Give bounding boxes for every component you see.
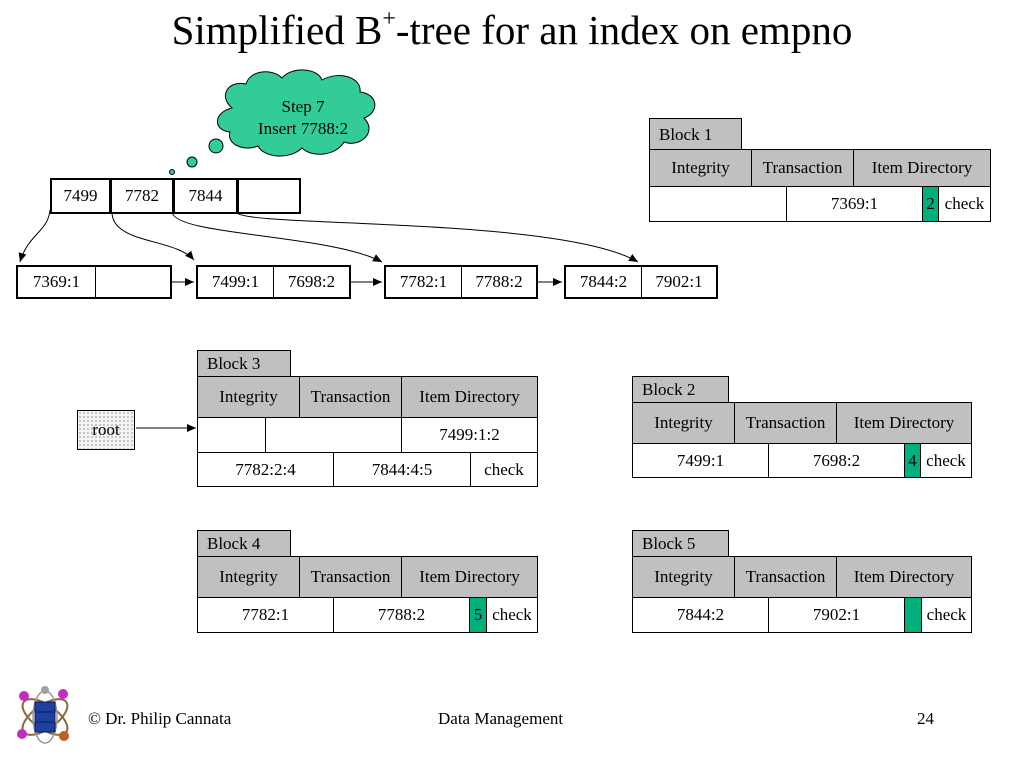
leaf-node-1: 7369:1 (16, 265, 172, 299)
root-label: root (77, 410, 135, 450)
block-5-row: 7844:2 7902:1 check (632, 598, 972, 633)
block-2-entry-2: 7698:2 (769, 444, 905, 477)
root-index-node: 7499 7782 7844 (50, 178, 301, 214)
leaf-2-key-1: 7499:1 (198, 267, 274, 297)
block-4-entry-1: 7782:1 (198, 598, 334, 632)
block-4-transaction: Transaction (300, 557, 402, 597)
block-5-item-directory: Item Directory (853, 567, 955, 586)
footer-author: © Dr. Philip Cannata (88, 709, 232, 728)
block-3-free-2 (266, 418, 402, 452)
block-2-transaction: Transaction (735, 403, 837, 443)
slide-title: Simplified B+-tree for an index on empno (0, 6, 1024, 54)
block-1-header: Integrity Transaction Item Directory (649, 149, 991, 187)
root-key-1: 7499 (52, 180, 112, 212)
title-base: Simplified B (171, 7, 383, 53)
block-4-integrity: Integrity (198, 557, 300, 597)
block-5-integrity: Integrity (633, 557, 735, 597)
block-1-check: check (944, 194, 985, 213)
block-3-item-directory: Item Directory (419, 387, 520, 406)
leaf-node-3: 7782:1 7788:2 (384, 265, 538, 299)
leaf-4-key-2: 7902:1 (655, 272, 703, 291)
title-rest: -tree for an index on empno (395, 7, 853, 53)
block-5-tab: Block 5 (632, 530, 729, 557)
block-3-free-1 (198, 418, 266, 452)
block-4-check: check (492, 605, 532, 624)
block-3-tab: Block 3 (197, 350, 291, 377)
block-1-row: 7369:1 2 check (649, 187, 991, 222)
block-5-entry-2: 7902:1 (769, 598, 905, 632)
block-2-integrity: Integrity (633, 403, 735, 443)
block-1-tab: Block 1 (649, 118, 742, 150)
block-4-count: 5 (470, 598, 487, 632)
block-1-free-space (650, 187, 787, 221)
block-4-tab: Block 4 (197, 530, 291, 557)
block-4-header: Integrity Transaction Item Directory (197, 556, 538, 598)
block-2-header: Integrity Transaction Item Directory (632, 402, 972, 444)
block-3-row-2: 7782:2:4 7844:4:5 check (197, 453, 538, 487)
block-3-transaction: Transaction (300, 377, 402, 417)
title-superscript: + (382, 6, 396, 32)
block-2-count: 4 (905, 444, 921, 477)
leaf-1-key-1: 7369:1 (18, 267, 96, 297)
block-1-integrity: Integrity (650, 150, 752, 186)
block-5-entry-1: 7844:2 (633, 598, 769, 632)
block-3-entry-2: 7782:2:4 (198, 453, 334, 486)
block-3-entry-3: 7844:4:5 (334, 453, 471, 486)
block-5-check: check (926, 605, 967, 624)
block-2-row: 7499:1 7698:2 4 check (632, 444, 972, 478)
block-2-entry-1: 7499:1 (633, 444, 769, 477)
block-3-row-1: 7499:1:2 (197, 418, 538, 453)
callout-line-1: Step 7 (281, 97, 325, 116)
callout-text: Step 7 Insert 7788:2 (238, 96, 368, 140)
pointer-1 (111, 211, 195, 261)
block-1-transaction: Transaction (752, 150, 854, 186)
block-2-check: check (926, 450, 966, 470)
leaf-2-key-2: 7698:2 (287, 272, 336, 291)
block-5-transaction: Transaction (735, 557, 837, 597)
block-5-count (905, 598, 922, 632)
block-4-item-directory: Item Directory (419, 567, 520, 586)
leaf-1-key-2 (96, 267, 170, 297)
block-1-entry: 7369:1 (787, 187, 923, 221)
molecule-logo-icon (17, 686, 69, 744)
pointer-2 (171, 211, 383, 263)
footer-course: Data Management (438, 709, 564, 728)
block-4-entry-2: 7788:2 (334, 598, 470, 632)
block-2-tab: Block 2 (632, 376, 729, 403)
leaf-node-2: 7499:1 7698:2 (196, 265, 351, 299)
block-4-row: 7782:1 7788:2 5 check (197, 598, 538, 633)
block-3-integrity: Integrity (198, 377, 300, 417)
leaf-node-4: 7844:2 7902:1 (564, 265, 718, 299)
root-key-4 (239, 180, 299, 212)
root-key-3: 7844 (175, 180, 239, 212)
block-1-item-directory: Item Directory (871, 158, 973, 177)
callout-line-2: Insert 7788:2 (257, 119, 349, 138)
block-5-header: Integrity Transaction Item Directory (632, 556, 972, 598)
block-1-count: 2 (923, 187, 939, 221)
pointer-3 (235, 211, 639, 263)
leaf-3-key-2: 7788:2 (475, 272, 523, 291)
block-2-item-directory: Item Directory (853, 413, 955, 432)
block-3-entry: 7499:1:2 (439, 425, 500, 444)
footer-page-number: 24 (917, 709, 934, 728)
root-key-2: 7782 (112, 180, 175, 212)
leaf-3-key-1: 7782:1 (386, 267, 462, 297)
block-3-check: check (484, 459, 524, 479)
pointer-0 (18, 209, 51, 263)
leaf-4-key-1: 7844:2 (566, 267, 642, 297)
block-3-header: Integrity Transaction Item Directory (197, 376, 538, 418)
thought-cloud (169, 69, 376, 175)
